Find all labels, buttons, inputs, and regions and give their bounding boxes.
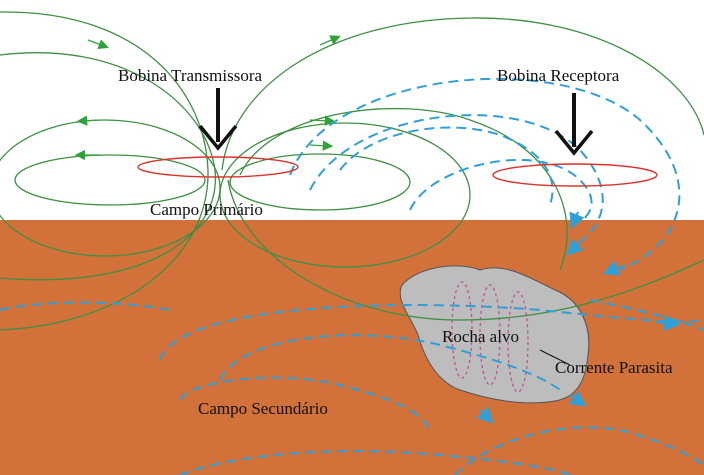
target-rock: [399, 265, 590, 404]
transmitter-coil: [137, 156, 299, 178]
receiver-coil: [492, 163, 658, 187]
ground-layer: [0, 220, 704, 475]
receiver-coil-label: Bobina Receptora: [497, 66, 620, 85]
primary-field-arrows: [74, 35, 341, 161]
primary-field-label: Campo Primário: [150, 200, 263, 219]
transmitter-coil-label: Bobina Transmissora: [118, 66, 262, 85]
coil-arrows: [198, 88, 594, 156]
eddy-current-loops: [451, 281, 529, 393]
secondary-field-label: Campo Secundário: [198, 399, 328, 418]
secondary-field-lines: [0, 77, 704, 475]
secondary-field-arrows: [476, 211, 680, 424]
eddy-current-label: Corrente Parasita: [555, 358, 673, 377]
eddy-current-pointer: [539, 349, 571, 366]
target-rock-label: Rocha alvo: [442, 327, 519, 346]
primary-field-lines: [0, 11, 704, 331]
